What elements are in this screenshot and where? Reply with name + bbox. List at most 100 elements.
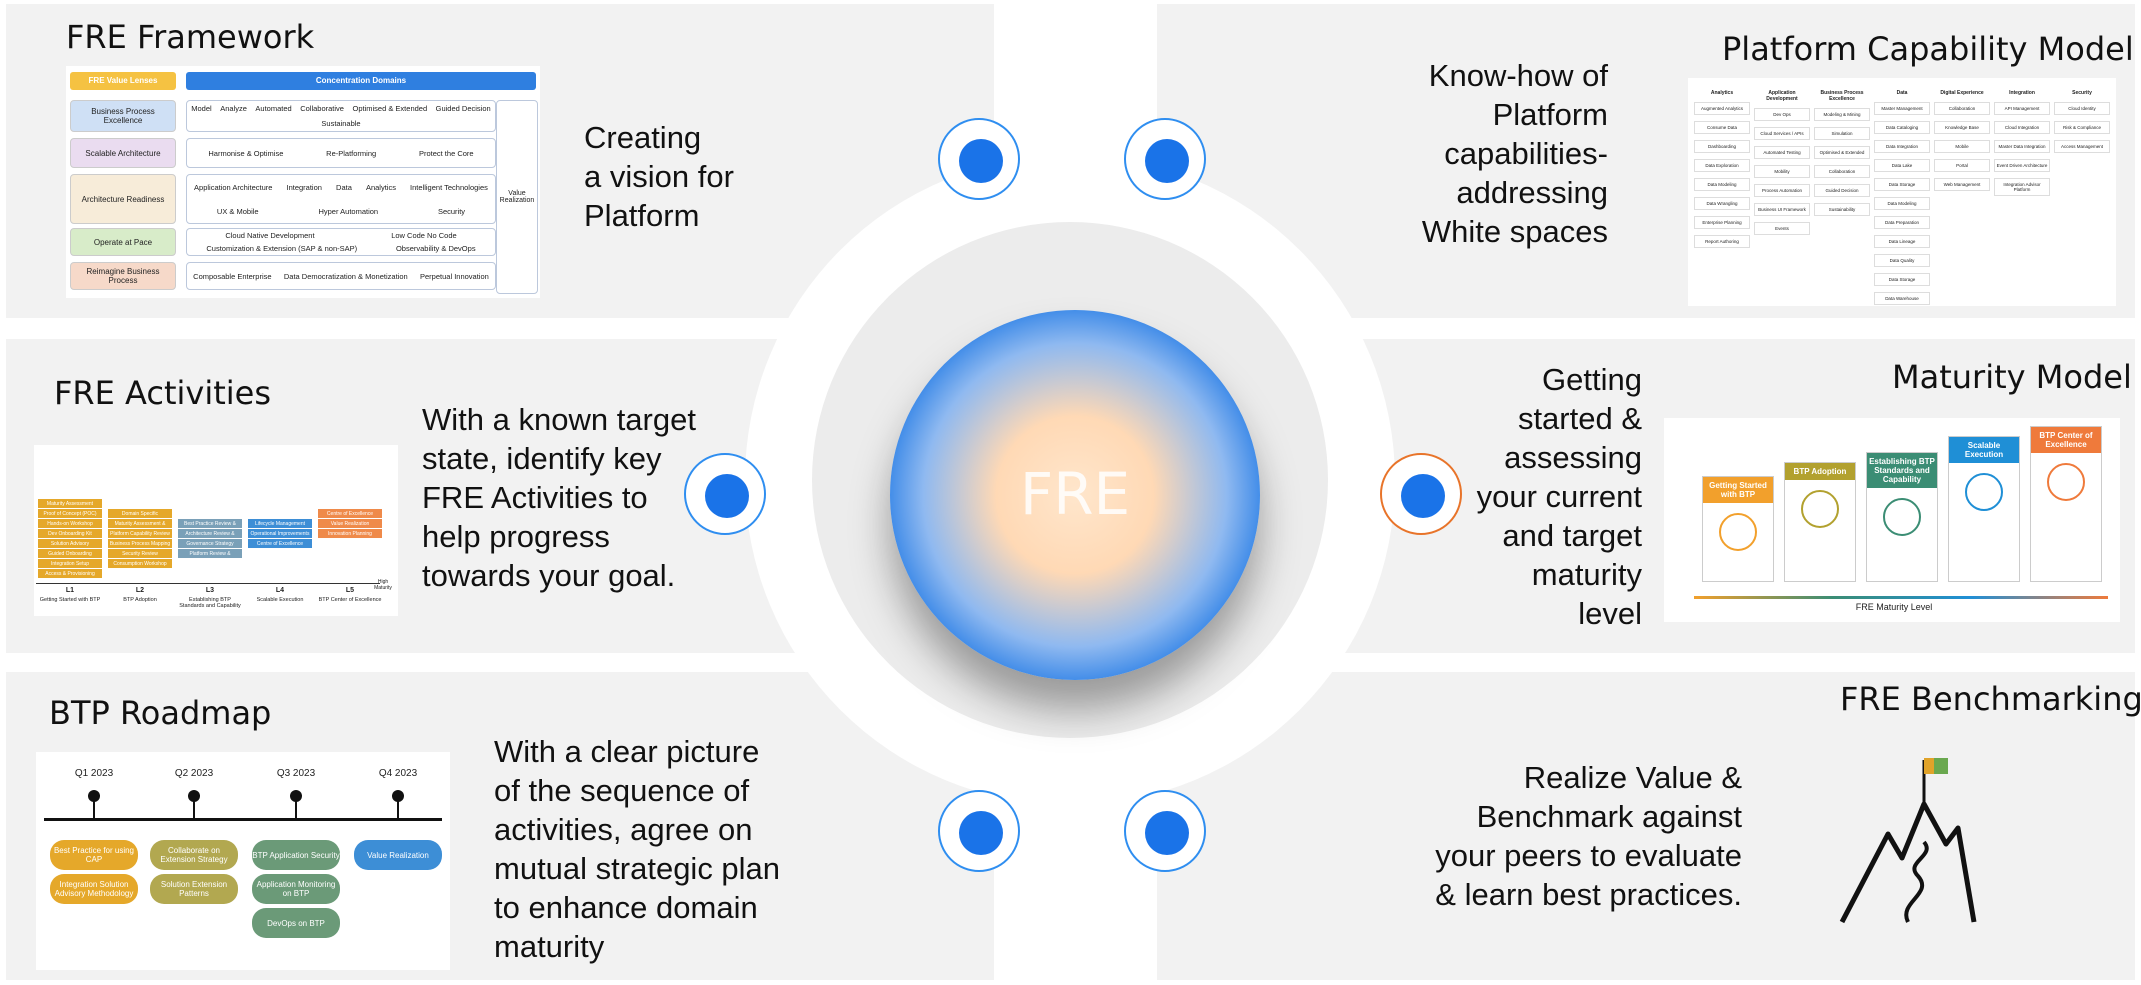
capability-item: Master Data Integration [1994, 140, 2050, 153]
lens-box: Scalable Architecture [70, 138, 176, 168]
level-name: Scalable Execution [256, 597, 304, 603]
domain-item: UX & Mobile [216, 206, 259, 216]
domain-item: Sustainable [321, 119, 361, 128]
capability-item: Automated Testing [1754, 146, 1810, 159]
maturity-axis [1694, 596, 2108, 599]
domain-item: Data [336, 182, 352, 192]
domain-item: Customization & Extension (SAP & non-SAP… [206, 244, 358, 253]
quarter-pin [392, 790, 404, 802]
domain-item: Low Code No Code [391, 231, 457, 240]
activity-block: Solution Advisory [38, 539, 102, 549]
level-name: Getting Started with BTP [39, 597, 101, 603]
capability-item: Cloud Services / APIs [1754, 127, 1810, 140]
capability-column-header: Application Development [1766, 90, 1798, 102]
quarter-pin-stem [295, 800, 297, 818]
capability-item: Data Lineage [1874, 235, 1930, 248]
domains-header: Concentration Domains [186, 72, 536, 90]
level-name: BTP Adoption [123, 597, 157, 603]
maturity-stage-label: Establishing BTP Standards and Capabilit… [1867, 453, 1937, 488]
center-label: FRE [1019, 460, 1131, 528]
capability-item: Dashboarding [1694, 140, 1750, 153]
lens-box: Architecture Readiness [70, 174, 176, 224]
node-maturity[interactable] [1380, 453, 1462, 535]
maturity-title: Maturity Model [1892, 358, 2132, 396]
benchmarking-panel [1157, 672, 2135, 980]
activities-thumbnail: Maturity Assessment WorkshopProof of Con… [34, 445, 398, 616]
domain-item: Collaborative [300, 104, 344, 113]
activity-block: Maturity Assessment & Guidance [108, 519, 172, 529]
capability-item: Event Driven Architecture [1994, 159, 2050, 172]
activity-block: Governance Strategy [178, 539, 242, 549]
capability-item: Mobility [1754, 165, 1810, 178]
activity-block: Access & Provisioning [38, 569, 102, 579]
domain-item: Hyper Automation [318, 206, 379, 216]
capability-item: Dev Ops [1754, 108, 1810, 121]
node-roadmap[interactable] [938, 790, 1020, 872]
quarter-label: Q3 2023 [276, 768, 316, 779]
domain-item: Automated [255, 104, 292, 113]
quarter-label: Q1 2023 [74, 768, 114, 779]
domain-item: Guided Decision [435, 104, 491, 113]
level-code: L3 [205, 587, 215, 594]
activity-block: Lifecycle Management [248, 519, 312, 529]
quarter-label: Q2 2023 [174, 768, 214, 779]
capability-item: Data Modeling [1694, 178, 1750, 191]
capability-item: Cloud Integration [1994, 121, 2050, 134]
capability-item: Augmented Analytics [1694, 102, 1750, 115]
node-framework[interactable] [938, 118, 1020, 200]
quarter-pin [290, 790, 302, 802]
node-benchmarking[interactable] [1124, 790, 1206, 872]
capability-item: Modeling & Mining [1814, 108, 1870, 121]
node-dot [959, 139, 1003, 183]
domain-item: Observability & DevOps [395, 244, 476, 253]
maturity-axis-label: FRE Maturity Level [1855, 602, 1933, 612]
capability-item: Data Integration [1874, 140, 1930, 153]
roadmap-item: BTP Application Security [252, 840, 340, 870]
domain-item: Analytics [365, 182, 396, 192]
capability-item: Consume Data [1694, 121, 1750, 134]
domain-item: Integration [286, 182, 322, 192]
maturity-stage-icon [1965, 473, 2003, 511]
capability-item: Cloud Identity [2054, 102, 2110, 115]
domain-item: Re-Platforming [326, 148, 377, 158]
capability-item: Business UI Framework [1754, 203, 1810, 216]
quarter-pin [188, 790, 200, 802]
roadmap-description: With a clear picture of the sequence of … [494, 734, 781, 964]
roadmap-item: Integration Solution Advisory Methodolog… [50, 874, 138, 904]
lens-box: Business Process Excellence [70, 100, 176, 132]
capability-item: Data Cataloging [1874, 121, 1930, 134]
capability-item: Sustainability [1814, 203, 1870, 216]
capability-item: Process Automation [1754, 184, 1810, 197]
domain-item: Perpetual Innovation [420, 271, 489, 281]
capability-item: Web Management [1934, 178, 1990, 191]
capability-description: Know-how of Platform capabilities- addre… [1421, 58, 1608, 249]
activity-block: Proof of Concept (POC) [38, 509, 102, 519]
roadmap-title: BTP Roadmap [49, 694, 272, 732]
domain-item: Intelligent Technologies [410, 182, 488, 192]
lens-box: Reimagine Business Process [70, 262, 176, 290]
activity-block: Domain Specific Enablement [108, 509, 172, 519]
maturity-stage-card: BTP Center of Excellence [2030, 426, 2102, 582]
capability-item: Data Modeling [1874, 197, 1930, 210]
benchmarking-description: Realize Value & Benchmark against your p… [1435, 760, 1742, 912]
capability-column-header: Digital Experience [1940, 90, 1984, 96]
capability-item: Data Quality [1874, 254, 1930, 267]
domain-item: Optimised & Extended [352, 104, 428, 113]
capability-item: Collaboration [1934, 102, 1990, 115]
center-sphere [890, 310, 1260, 680]
domain-item: Analyze [220, 104, 247, 113]
activities-axis-label: High Maturity [374, 579, 392, 591]
node-activities[interactable] [684, 453, 766, 535]
value-realization-box: Value Realization [496, 100, 538, 294]
activity-block: Guided Onboarding [38, 549, 102, 559]
domain-item: Data Democratization & Monetization [283, 271, 408, 281]
activities-axis [36, 583, 380, 584]
capability-item: Guided Decision [1814, 184, 1870, 197]
node-capability[interactable] [1124, 118, 1206, 200]
